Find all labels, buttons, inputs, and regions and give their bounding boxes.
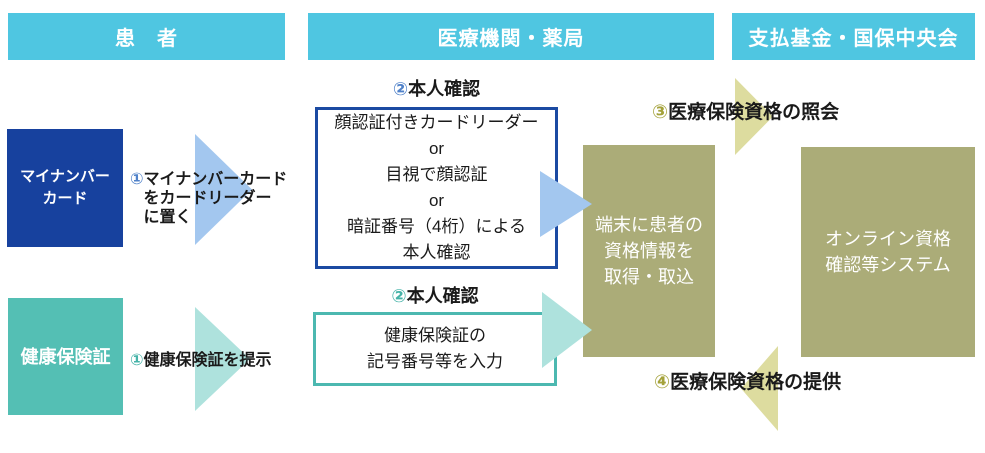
step1-insurance-text: 健康保険証を提示	[143, 352, 272, 369]
circled-1-icon: ①	[130, 171, 144, 188]
face-check-box: 顔認証付きカードリーダー or 目視で顔認証 or 暗証番号（4桁）による 本人…	[315, 107, 558, 269]
online-eligibility-system-box: オンライン資格 確認等システム	[801, 147, 975, 357]
number-entry-box: 健康保険証の 記号番号等を入力	[313, 312, 557, 386]
mynumber-card-box: マイナンバー カード	[7, 129, 123, 247]
step1-mynumber-text: マイナンバーカード をカードリーダー に置く	[143, 171, 288, 226]
terminal-box: 端末に患者の 資格情報を 取得・取込	[583, 145, 715, 357]
step2-insurance-text: 本人確認	[406, 286, 479, 306]
step2-mynumber-text: 本人確認	[408, 79, 481, 99]
header-payer: 支払基金・国保中央会	[732, 13, 975, 60]
circled-1-icon: ①	[130, 352, 144, 369]
circled-3-icon: ③	[652, 102, 669, 123]
circled-2-icon: ②	[391, 286, 407, 306]
circled-4-icon: ④	[654, 372, 671, 393]
step3-inquiry-text: 医療保険資格の照会	[668, 102, 840, 123]
step4-provision-text: 医療保険資格の提供	[670, 372, 842, 393]
circled-2-icon: ②	[392, 79, 409, 99]
header-medical-pharmacy: 医療機関・薬局	[308, 13, 714, 60]
header-patient: 患 者	[8, 13, 285, 60]
health-insurance-card-box: 健康保険証	[8, 298, 123, 415]
